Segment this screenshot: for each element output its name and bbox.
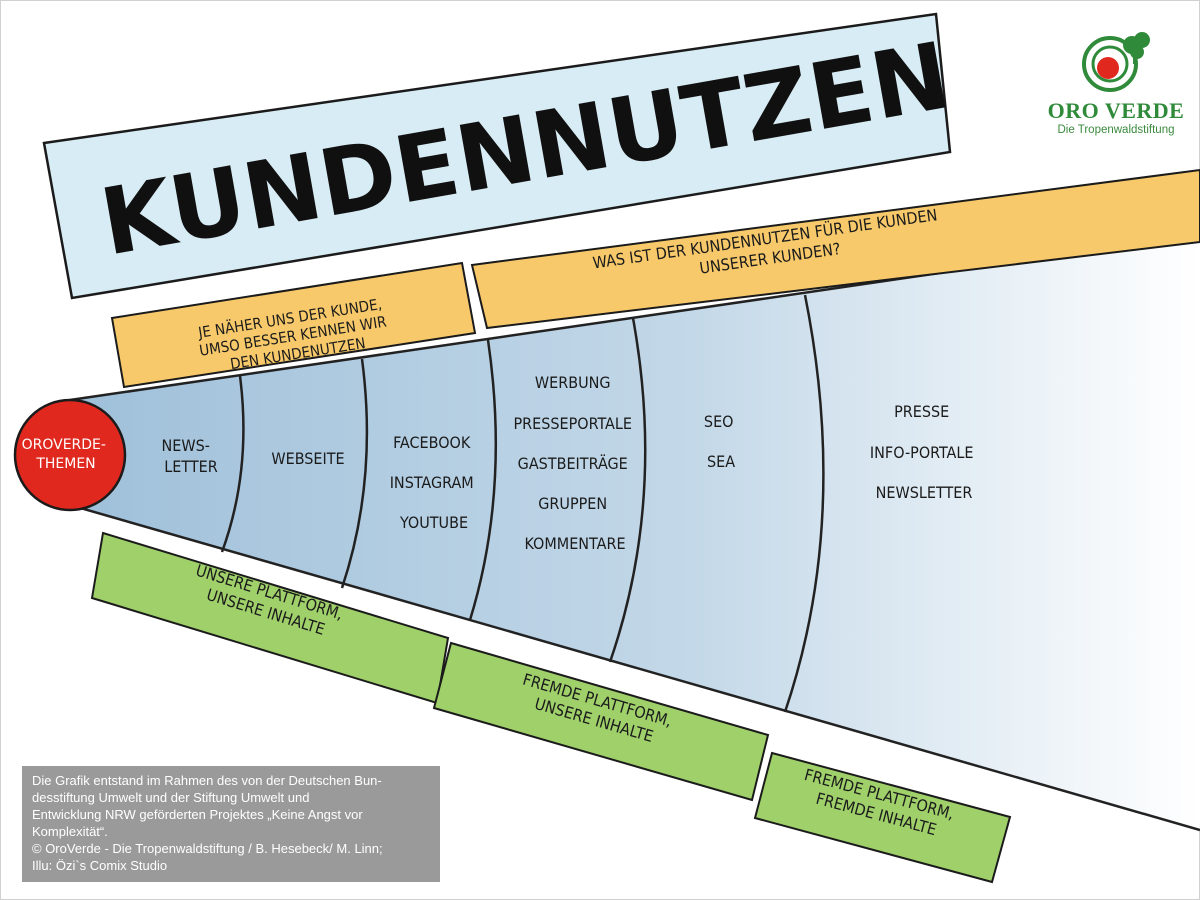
logo-tagline: Die Tropenwaldstiftung <box>1057 124 1175 136</box>
banner-right <box>470 168 1200 330</box>
credits-line: desstiftung Umwelt und der Stiftung Umwe… <box>32 790 310 805</box>
funnel-bottom-edge <box>69 503 1200 832</box>
segment-6-text: PRESSE INFO-PORTALE NEWSLETTER <box>870 402 978 502</box>
credits-line: Entwicklung NRW geförderten Projektes „K… <box>32 807 363 822</box>
segment-divider-5 <box>783 294 825 713</box>
segment-3-text: FACEBOOK INSTAGRAM YOUTUBE <box>390 433 479 532</box>
platform-box-3 <box>753 751 1012 884</box>
credits-line: © OroVerde - Die Tropenwaldstiftung / B.… <box>32 841 383 856</box>
segment-5-text: SEO SEA <box>704 412 738 471</box>
credits-box: Die Grafik entstand im Rahmen des von de… <box>22 766 440 882</box>
segment-2-text: WEBSEITE <box>271 449 344 468</box>
origin-circle <box>13 398 127 512</box>
logo: ORO VERDE Die Tropenwaldstiftung <box>1040 28 1190 148</box>
segment-divider-3 <box>468 339 498 621</box>
credits-line: Die Grafik entstand im Rahmen des von de… <box>32 773 382 788</box>
logo-emblem <box>1082 32 1150 92</box>
funnel <box>70 235 1200 830</box>
origin-circle-text: OROVERDE- THEMEN <box>22 437 111 472</box>
title-box <box>42 12 952 300</box>
logo-brand: ORO VERDE <box>1047 98 1185 123</box>
segment-divider-1 <box>220 375 245 553</box>
credits-line: Komplexität“. <box>32 824 108 839</box>
credits-line: Illu: Özi`s Comix Studio <box>32 858 168 873</box>
segment-4-text: WERBUNG PRESSEPORTALE GASTBEITRÄGE GRUPP… <box>513 373 636 553</box>
banner-left <box>110 261 477 389</box>
segment-divider-2 <box>340 358 369 589</box>
segment-1-text: NEWS- LETTER <box>161 436 217 476</box>
platform-box-2 <box>432 641 770 802</box>
segment-divider-4 <box>608 317 647 663</box>
